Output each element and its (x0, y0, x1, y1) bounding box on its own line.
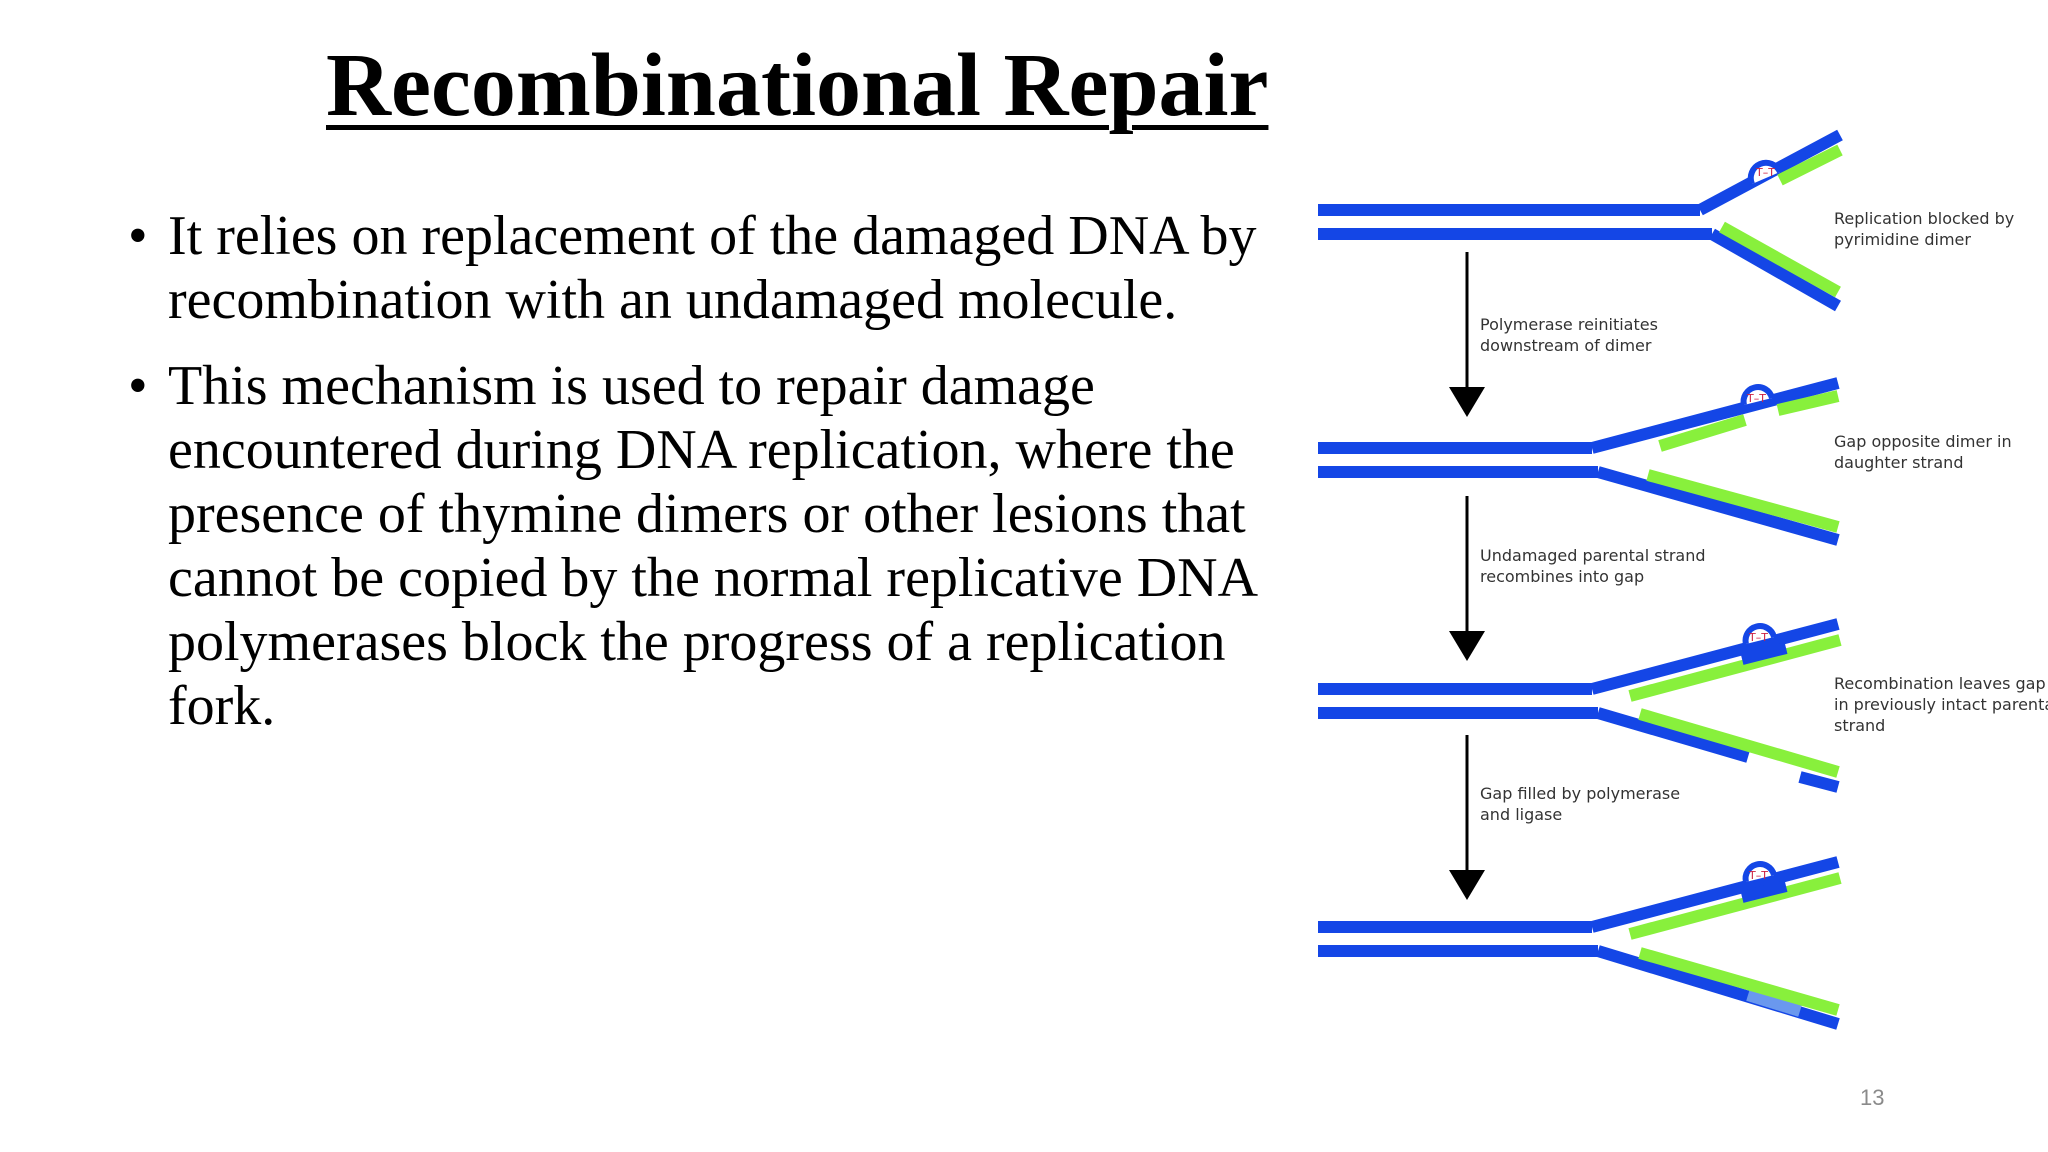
daughter-strand-upper (1777, 144, 1843, 186)
bullet-symbol: • (128, 205, 148, 267)
arrow-label: Gap filled by polymerase and ligase (1480, 784, 1685, 824)
parental-strand-bottom-arm (1596, 466, 1840, 546)
daughter-strand-upper (1628, 872, 1842, 940)
parental-strand-bottom-arm (1709, 228, 1841, 312)
arrow-label: Undamaged parental strand recombines int… (1480, 546, 1711, 586)
bullet-text: This mechanism is used to repair damage … (168, 355, 1255, 737)
fork-step-2: T–T (1318, 377, 1840, 546)
fork-step-1: T–T (1318, 129, 1843, 312)
thymine-dimer: T–T (1747, 159, 1783, 186)
parental-strand-bottom-right (1798, 771, 1840, 793)
thymine-dimer: T–T (1742, 861, 1777, 883)
bullet-list: • It relies on replacement of the damage… (120, 204, 1270, 760)
recombinational-repair-diagram: T–T T–T T–T (1318, 129, 2048, 1030)
slide-title: Recombinational Repair (326, 36, 1269, 135)
bullet-symbol: • (128, 355, 148, 417)
parental-strand-bottom-arm (1596, 945, 1840, 1030)
arrow-label: Polymerase reinitiates downstream of dim… (1480, 315, 1663, 355)
daughter-strand-upper (1628, 634, 1842, 702)
recombined-parental-segment (1740, 642, 1788, 665)
step-label: Recombination leaves gap in previously i… (1834, 674, 2048, 735)
dimer-label: T–T (1748, 631, 1768, 644)
thymine-dimer: T–T (1742, 623, 1777, 645)
parental-strand-top-arm (1590, 618, 1840, 695)
daughter-strand-upper-right (1776, 390, 1840, 416)
page-number: 13 (1860, 1085, 1885, 1110)
bullet-text: It relies on replacement of the damaged … (168, 205, 1257, 331)
parental-strand-top-arm (1590, 856, 1840, 933)
fork-step-4: T–T (1318, 856, 1842, 1030)
dimer-label: T–T (1746, 392, 1766, 405)
dimer-label: T–T (1755, 166, 1775, 179)
bullet-item: • It relies on replacement of the damage… (120, 204, 1270, 332)
parental-strand-bottom-left (1596, 707, 1750, 763)
parental-strand-top-arm (1590, 377, 1840, 454)
daughter-strand-lower (1638, 947, 1840, 1016)
daughter-strand-upper-left (1658, 414, 1747, 452)
bullet-item: • This mechanism is used to repair damag… (120, 354, 1270, 738)
fork-step-3: T–T (1318, 618, 1842, 793)
thymine-dimer: T–T (1740, 384, 1775, 406)
daughter-strand-lower (1638, 708, 1840, 778)
repaired-segment (1746, 989, 1802, 1017)
dimer-label: T–T (1748, 869, 1768, 882)
recombined-parental-segment (1740, 880, 1788, 903)
step-label: Gap opposite dimer in daughter strand (1834, 432, 2017, 472)
step-label: Replication blocked by pyrimidine dimer (1834, 209, 2019, 249)
daughter-strand-lower (1719, 221, 1841, 298)
daughter-strand-lower (1646, 469, 1840, 533)
